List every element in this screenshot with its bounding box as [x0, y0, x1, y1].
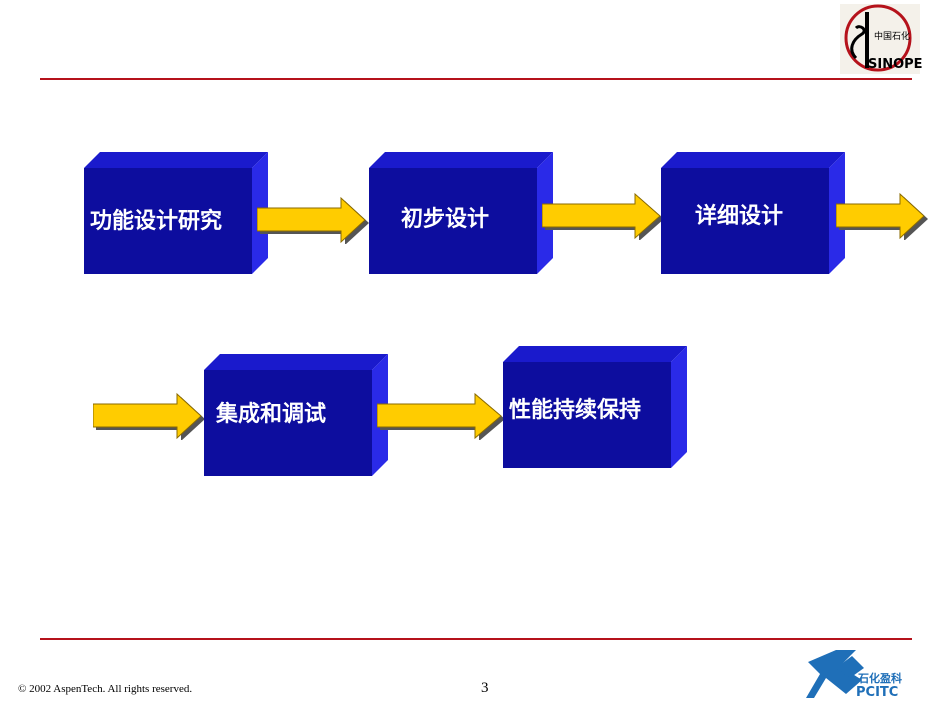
arrow-right-2 — [542, 192, 664, 240]
sinopec-logo-en: SINOPEC — [868, 57, 922, 72]
step-label-detailed-design: 详细设计 — [695, 204, 784, 229]
step-box-preliminary-design: 初步设计 — [369, 152, 553, 274]
step-box-performance-maintenance: 性能持续保持 — [503, 346, 687, 468]
page-number: 3 — [481, 680, 489, 696]
arrow-right-1 — [257, 196, 369, 244]
pcitc-logo-en: PCITC — [856, 685, 898, 700]
arrow-right-3 — [836, 192, 928, 240]
pcitc-logo-cn: 石化盈科 — [857, 671, 902, 685]
step-label-performance-maintenance: 性能持续保持 — [509, 398, 642, 423]
step-label-functional-design: 功能设计研究 — [90, 209, 223, 234]
pcitc-logo: 石化盈科 PCITC — [806, 648, 910, 700]
sinopec-logo-cn: 中国石化 — [874, 30, 910, 42]
step-label-preliminary-design: 初步设计 — [401, 207, 490, 232]
step-box-detailed-design: 详细设计 — [661, 152, 845, 274]
sinopec-logo: 中国石化 SINOPEC — [838, 2, 932, 76]
step-box-integration-testing: 集成和调试 — [204, 354, 388, 476]
footer-rule — [40, 638, 912, 640]
arrow-right-5 — [377, 392, 505, 440]
step-box-functional-design: 功能设计研究 — [84, 152, 268, 274]
arrow-right-4 — [93, 392, 205, 440]
header-rule — [40, 78, 912, 80]
copyright-text: © 2002 AspenTech. All rights reserved. — [18, 683, 193, 695]
step-label-integration-testing: 集成和调试 — [216, 402, 327, 427]
